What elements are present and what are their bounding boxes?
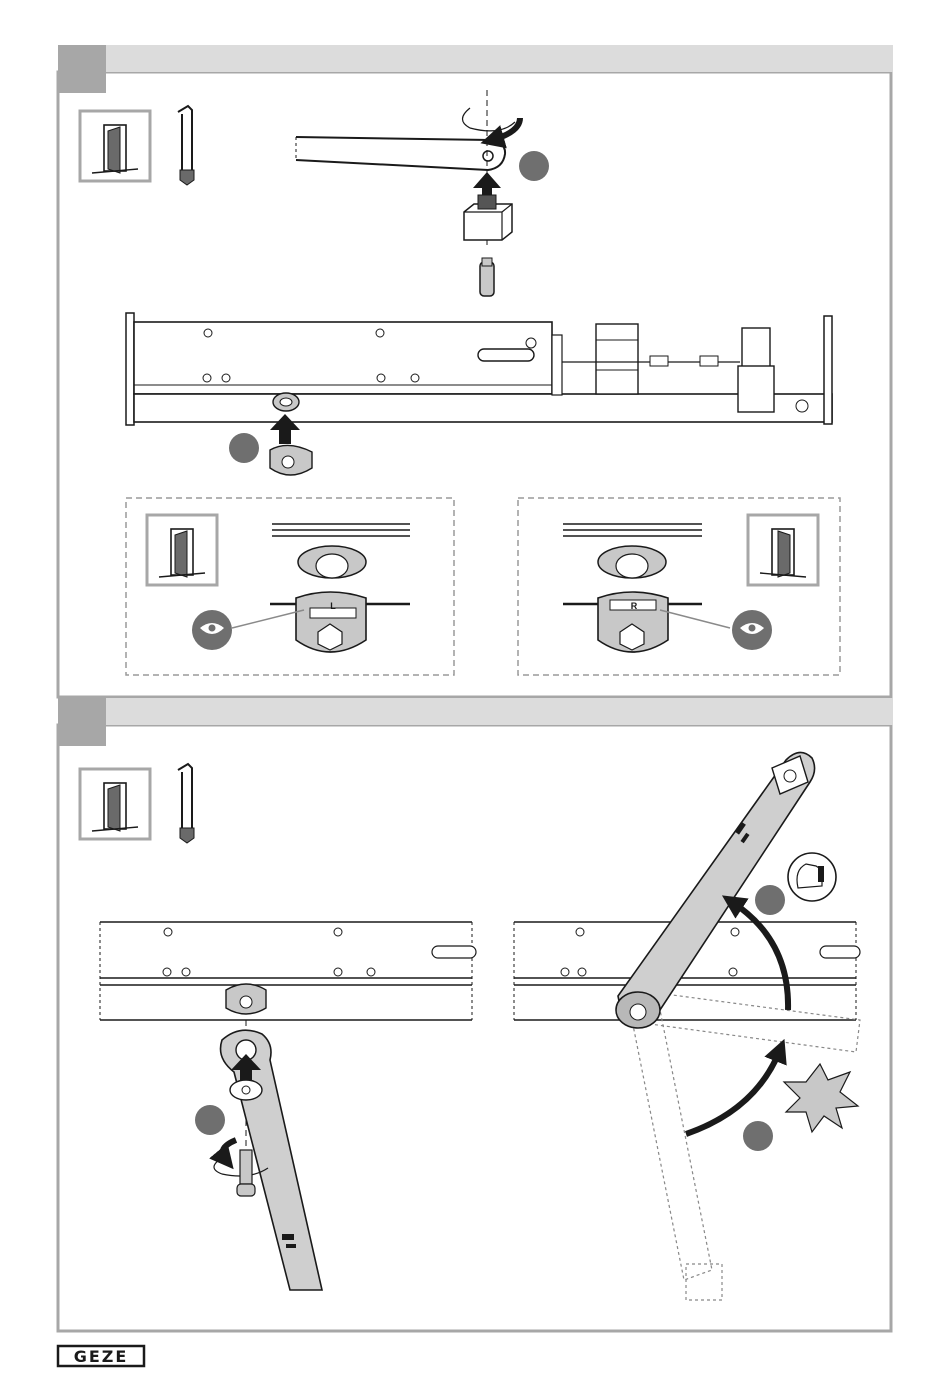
logo-text: GEZE bbox=[74, 1347, 129, 1366]
door-icon bbox=[80, 769, 150, 839]
step-marker bbox=[519, 151, 549, 181]
step-marker bbox=[743, 1121, 773, 1151]
step-2-panel bbox=[58, 698, 893, 1331]
door-icon bbox=[80, 111, 150, 181]
door-icon bbox=[748, 515, 818, 585]
closer-right-view bbox=[514, 752, 860, 1300]
orientation-left-label: L bbox=[330, 601, 336, 611]
step-2-number-tab bbox=[58, 698, 106, 746]
step-2-header-bar bbox=[58, 698, 893, 725]
step-marker bbox=[755, 885, 785, 915]
hex-key-icon bbox=[178, 106, 194, 185]
step-marker bbox=[195, 1105, 225, 1135]
step-1-panel: L R bbox=[58, 45, 893, 697]
strength-icon bbox=[788, 853, 836, 901]
eye-icon bbox=[192, 610, 232, 650]
orientation-left-box: L bbox=[126, 498, 454, 675]
door-icon bbox=[147, 515, 217, 585]
eye-icon bbox=[732, 610, 772, 650]
impact-burst-icon bbox=[784, 1064, 858, 1132]
geze-logo: GEZE bbox=[58, 1346, 144, 1366]
step-1-header-bar bbox=[58, 45, 893, 72]
step-1-number-tab bbox=[58, 45, 106, 93]
step-marker bbox=[229, 433, 259, 463]
arm-top-assembly bbox=[296, 90, 549, 296]
hex-key-icon bbox=[178, 764, 194, 843]
orientation-right-label: R bbox=[631, 601, 638, 611]
orientation-right-box: R bbox=[518, 498, 840, 675]
door-closer-body bbox=[126, 313, 832, 475]
closer-left-view bbox=[100, 922, 476, 1290]
